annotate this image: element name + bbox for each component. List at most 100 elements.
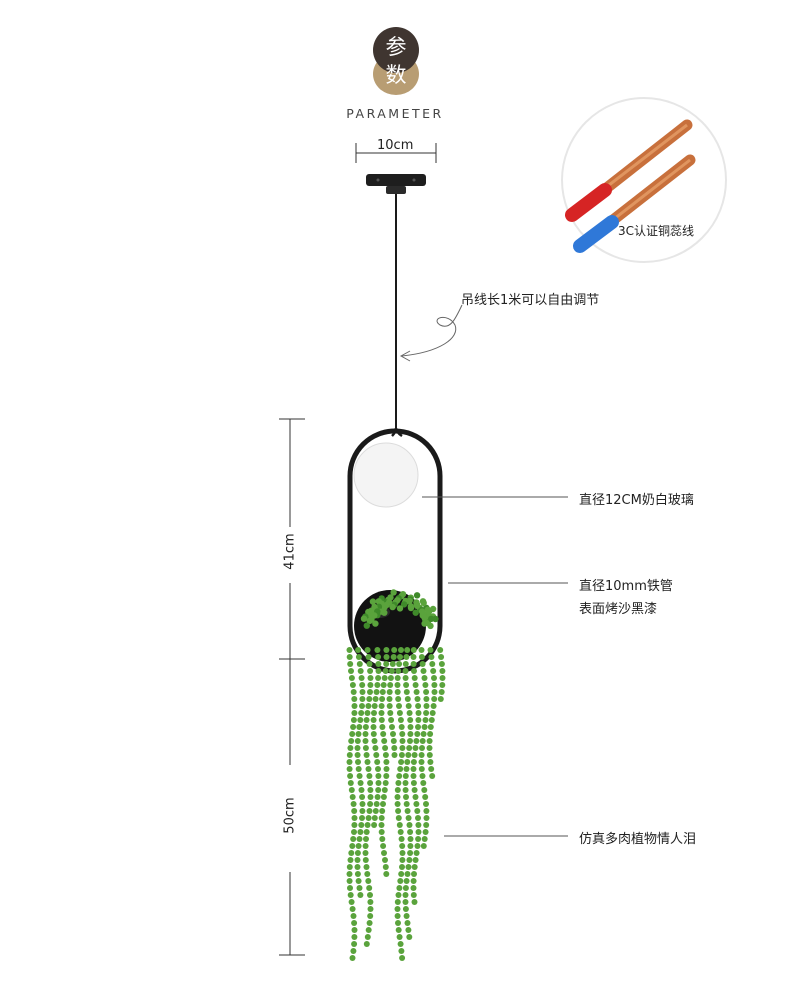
plant-pearl <box>362 850 369 856</box>
plant-pearl <box>378 703 385 709</box>
plant-pearl <box>351 920 358 926</box>
plant-pearl <box>362 731 369 737</box>
plant-pearl <box>375 766 381 772</box>
plant-pearl <box>371 822 378 828</box>
plant-pearl <box>355 843 362 849</box>
plant-pearl <box>372 808 379 814</box>
plant-pearl <box>364 759 371 765</box>
plant-pearl <box>396 703 402 709</box>
plant-pearl <box>374 682 381 688</box>
plant-pearl <box>386 703 393 709</box>
plant-pearl <box>347 780 354 786</box>
plant-pearl <box>351 808 358 814</box>
plant-pearl <box>391 647 398 653</box>
plant-pearl <box>363 752 370 758</box>
plant-pearl <box>403 654 410 660</box>
plant-pearl <box>382 752 389 758</box>
plant-pearl <box>431 682 438 688</box>
plant-pearl <box>387 682 394 688</box>
plant-pearl <box>379 724 386 730</box>
plant-pearl <box>370 724 377 730</box>
plant-pearl <box>371 815 378 821</box>
plant-pearl <box>347 857 354 863</box>
plant-pearl <box>382 668 389 674</box>
plant-pearl <box>404 759 411 765</box>
plant-pearl <box>356 661 363 667</box>
plant-pearl <box>410 654 417 660</box>
plant-pearl <box>396 934 403 940</box>
plant-pearl <box>364 822 371 828</box>
plant-pearl <box>415 822 422 828</box>
plant-pearl <box>356 836 363 842</box>
plant-pearl <box>395 920 401 926</box>
plant-pearl <box>365 654 372 660</box>
plant-pearl <box>365 927 372 933</box>
plant-annotation: 仿真多肉植物情人泪 <box>579 832 697 847</box>
plant-pearl <box>411 675 418 681</box>
plant-pearl <box>397 829 404 835</box>
plant-pearl <box>427 724 434 730</box>
plant-pearl <box>405 752 412 758</box>
plant-pearl <box>378 829 385 835</box>
plant-pearl <box>383 766 390 772</box>
plant-pearl <box>407 724 414 730</box>
plant-pearl <box>403 913 410 919</box>
plant-pearl <box>351 710 358 716</box>
plant-pearl <box>429 710 436 716</box>
plant-pearl <box>397 941 404 947</box>
plant-pearl <box>367 794 374 800</box>
plant-pearl <box>413 801 420 807</box>
plant-pearl <box>350 717 357 723</box>
plant-pearl <box>347 885 353 891</box>
plant-pearl <box>350 836 357 842</box>
plant-pearl <box>439 668 446 674</box>
plant-pearl <box>387 710 394 716</box>
plant-pearl <box>421 675 428 681</box>
plant-pearl <box>358 675 365 681</box>
plant-pearl <box>375 654 382 660</box>
plant-pearl <box>367 668 374 674</box>
plant-pearl <box>406 710 413 716</box>
plant-pearl <box>411 871 417 877</box>
plant-pearl <box>402 906 409 912</box>
glass-annotation: 直径12CM奶白玻璃 <box>579 493 694 508</box>
plant-pearl <box>372 696 379 702</box>
plant-pearl <box>438 654 445 660</box>
plant-pearl <box>415 836 422 842</box>
plant-pearl <box>346 864 353 870</box>
plant-pearl <box>423 710 430 716</box>
plant-pearl <box>403 794 409 800</box>
plant-pearl <box>410 759 417 765</box>
plant-pearl <box>386 696 393 702</box>
plant-pearl <box>403 766 410 772</box>
plant-pearl <box>399 745 406 751</box>
plant-pearl <box>382 745 389 751</box>
plant-pearl <box>399 857 406 863</box>
plant-pearl <box>358 822 365 828</box>
plant-pearl <box>396 710 403 716</box>
plant-pearl <box>410 773 417 779</box>
plant-pearl <box>380 794 387 800</box>
plant-pearl <box>419 738 426 744</box>
plant-pearl <box>365 608 372 616</box>
plant-pearl <box>439 675 446 681</box>
plant-pearl <box>422 717 429 723</box>
plant-pearl <box>410 661 417 667</box>
plant-pearl <box>394 675 401 681</box>
plant-pearl <box>398 647 404 653</box>
plant-pearl <box>367 899 374 905</box>
plant-pearl <box>398 871 405 877</box>
plant-pearl <box>375 675 382 681</box>
plant-pearl <box>359 689 366 695</box>
plant-pearl <box>428 766 435 772</box>
plant-pearl <box>406 857 413 863</box>
plant-pearl <box>388 668 395 674</box>
plant-pearl <box>404 871 411 877</box>
plant-pearl <box>411 899 418 905</box>
plant-pearl <box>363 829 370 835</box>
plant-pearl <box>356 724 363 730</box>
plant-pearl <box>350 948 357 954</box>
plant-pearl <box>346 654 353 660</box>
plant-pearl <box>415 710 422 716</box>
plant-pearl <box>412 609 419 616</box>
